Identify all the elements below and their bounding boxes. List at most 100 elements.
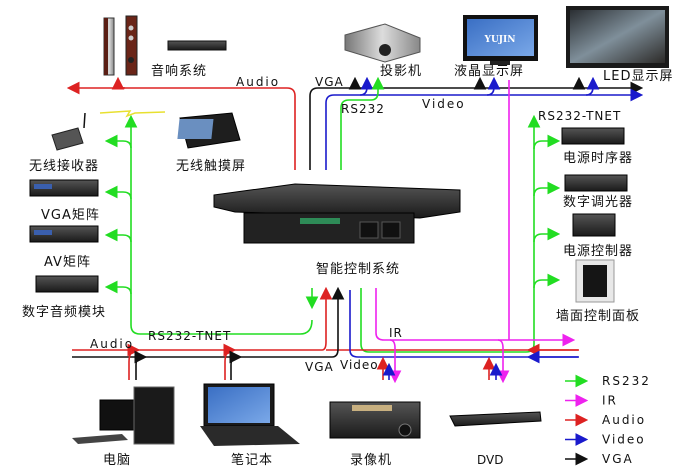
wire-rs232-projector: [340, 76, 385, 170]
central-controller-icon: [213, 183, 461, 219]
projector[interactable]: 投影机: [344, 23, 422, 79]
legend-item-video: Video: [565, 433, 646, 447]
vga-bottom-label: VGA: [305, 360, 334, 374]
wall-panel[interactable]: 墙面控制面板: [556, 259, 640, 324]
speaker-system-label: 音响系统: [151, 63, 207, 79]
digital-audio-module-icon: [35, 275, 99, 293]
laptop-label: 笔记本: [231, 452, 273, 468]
audio-top-label: Audio: [236, 75, 280, 89]
legend-item-ir: IR: [565, 394, 618, 408]
wire-pc-audio: [127, 343, 141, 380]
lcd-brand-text: YUJIN: [484, 35, 516, 45]
legend-label-ir: IR: [602, 394, 618, 408]
keyboard-icon: [72, 434, 128, 444]
rs232-tnet-left-label: RS232-TNET: [148, 329, 231, 343]
dvd-icon: [449, 411, 542, 427]
digital-dimmer[interactable]: 数字调光器: [563, 174, 633, 210]
wire-ir-to-dvd: [496, 339, 510, 384]
video-bottom-label: Video: [340, 358, 379, 372]
wire-rs232-to-wall-panel: [533, 273, 561, 289]
digital-dimmer-label: 数字调光器: [563, 195, 633, 210]
wire-rs232-tnet-left: [124, 114, 313, 335]
wire-laptop-audio: [223, 343, 237, 380]
central-controller[interactable]: 智能控制系统: [213, 183, 461, 277]
central-controller-label: 智能控制系统: [316, 262, 400, 277]
wire-video-to-led: [585, 76, 600, 96]
projector-icon: [344, 23, 421, 63]
wire-ir-bottom: [375, 288, 576, 347]
legend-item-vga: VGA: [565, 452, 634, 466]
legend-label-vga: VGA: [602, 452, 634, 466]
projector-label: 投影机: [380, 63, 422, 79]
lcd-display-label: 液晶显示屏: [454, 64, 524, 79]
rs232-tnet-right-label: RS232-TNET: [538, 109, 621, 123]
wire-video-to-projector: [359, 76, 374, 96]
video-top-label: Video: [422, 97, 466, 111]
legend-label-rs232: RS232: [602, 374, 651, 388]
speaker-right-icon: [125, 15, 138, 76]
dvd-label: DVD: [477, 453, 503, 467]
pc[interactable]: 电脑: [72, 386, 175, 468]
wire-rs232-to-vga-matrix: [104, 185, 132, 200]
av-matrix[interactable]: AV矩阵: [29, 225, 99, 270]
vcr-label: 录像机: [350, 453, 392, 468]
legend-item-rs232: RS232: [565, 374, 651, 388]
wire-laptop-vga: [229, 350, 243, 380]
power-sequencer-label: 电源时序器: [563, 151, 633, 166]
wireless-receiver-label: 无线接收器: [29, 158, 99, 174]
wire-vga-to-projector: [348, 76, 362, 90]
vga-matrix[interactable]: VGA矩阵: [29, 179, 100, 223]
rs232-top-label: RS232: [341, 102, 385, 116]
power-sequencer-icon: [561, 127, 625, 145]
wireless-signal-icon: [99, 110, 166, 118]
av-matrix-label: AV矩阵: [44, 255, 91, 270]
wire-pc-vga: [134, 350, 148, 380]
legend-label-audio: Audio: [602, 413, 646, 427]
wire-audio-bottom: [72, 286, 333, 351]
wire-ir-to-vcr: [388, 339, 402, 384]
wire-video-bottom: [349, 290, 579, 358]
wireless-receiver[interactable]: 无线接收器: [29, 112, 99, 174]
led-display[interactable]: LED显示屏: [566, 6, 673, 84]
legend-item-audio: Audio: [565, 413, 646, 427]
digital-audio-module[interactable]: 数字音频模块: [22, 275, 106, 320]
power-controller-icon: [572, 213, 616, 237]
wire-rs232-to-av-matrix: [104, 228, 132, 243]
wire-rs232-to-wireless-receiver: [104, 134, 132, 149]
legend-label-video: Video: [602, 433, 646, 447]
amplifier-icon: [167, 40, 227, 51]
wire-vga-bottom: [72, 286, 345, 358]
pc-label: 电脑: [103, 453, 131, 468]
speaker-system[interactable]: 音响系统: [103, 15, 227, 79]
pc-monitor-icon: [99, 399, 139, 431]
laptop[interactable]: 笔记本: [200, 383, 300, 468]
wire-rs232-to-power-controller: [533, 227, 561, 243]
power-controller[interactable]: 电源控制器: [563, 213, 633, 259]
wire-audio-top: [66, 81, 296, 170]
wall-panel-label: 墙面控制面板: [556, 309, 640, 324]
wires: [66, 76, 644, 384]
dvd[interactable]: DVD: [449, 411, 542, 467]
wire-video-top: [325, 88, 644, 170]
wireless-touchscreen[interactable]: 无线触摸屏: [176, 112, 246, 174]
power-sequencer[interactable]: 电源时序器: [561, 127, 633, 166]
wire-rs232-to-dimmer: [533, 181, 561, 197]
wire-audio-to-speakers: [111, 76, 126, 90]
wire-vga-top: [309, 81, 644, 170]
wire-vga-to-lcd: [473, 76, 487, 90]
wire-video-to-lcd: [486, 76, 501, 96]
wire-vga-to-led: [572, 76, 586, 90]
lcd-display[interactable]: YUJIN 液晶显示屏: [454, 15, 538, 79]
audio-bottom-label: Audio: [90, 337, 134, 351]
vcr[interactable]: 录像机: [329, 401, 421, 468]
wireless-touchscreen-label: 无线触摸屏: [176, 159, 246, 174]
digital-audio-module-label: 数字音频模块: [22, 304, 106, 320]
ir-bottom-label: IR: [389, 326, 403, 340]
vga-matrix-label: VGA矩阵: [41, 208, 100, 223]
digital-dimmer-icon: [564, 174, 628, 192]
led-display-label: LED显示屏: [603, 69, 673, 84]
power-controller-label: 电源控制器: [563, 244, 633, 259]
wire-rs232-to-power-sequencer: [533, 134, 561, 150]
